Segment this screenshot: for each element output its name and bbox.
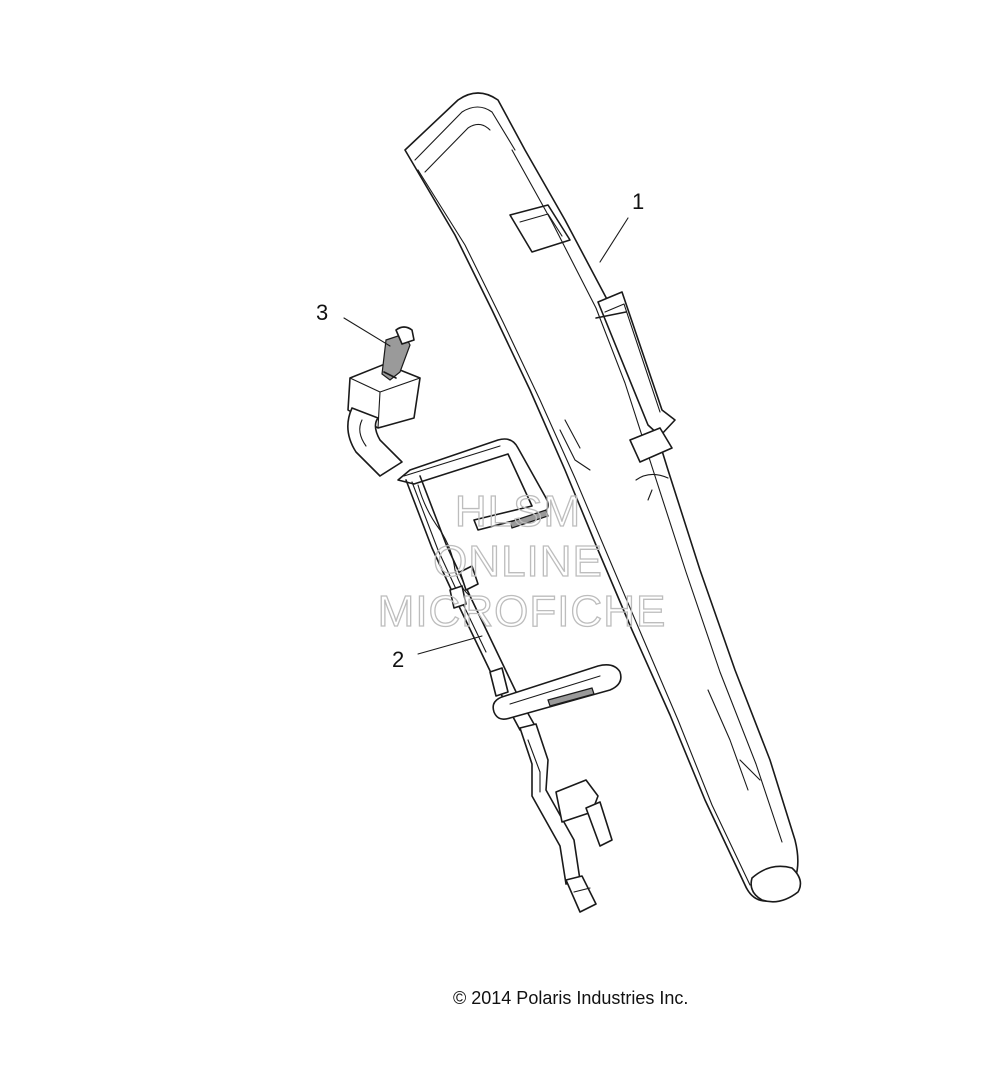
watermark-line-3: MICROFICHE xyxy=(378,587,667,636)
callout-3: 3 xyxy=(316,300,328,325)
copyright-notice: © 2014 Polaris Industries Inc. xyxy=(453,988,689,1008)
watermark-line-2: ONLINE xyxy=(433,537,603,586)
watermark-line-1: HLSM xyxy=(455,487,581,536)
bracket-part xyxy=(397,438,622,913)
gun-boot-part xyxy=(404,92,802,903)
callout-2: 2 xyxy=(392,647,404,672)
callout-1: 1 xyxy=(632,189,644,214)
leader-lines xyxy=(343,217,629,655)
latch-part xyxy=(347,326,421,477)
watermark: HLSM ONLINE MICROFICHE xyxy=(377,486,667,636)
